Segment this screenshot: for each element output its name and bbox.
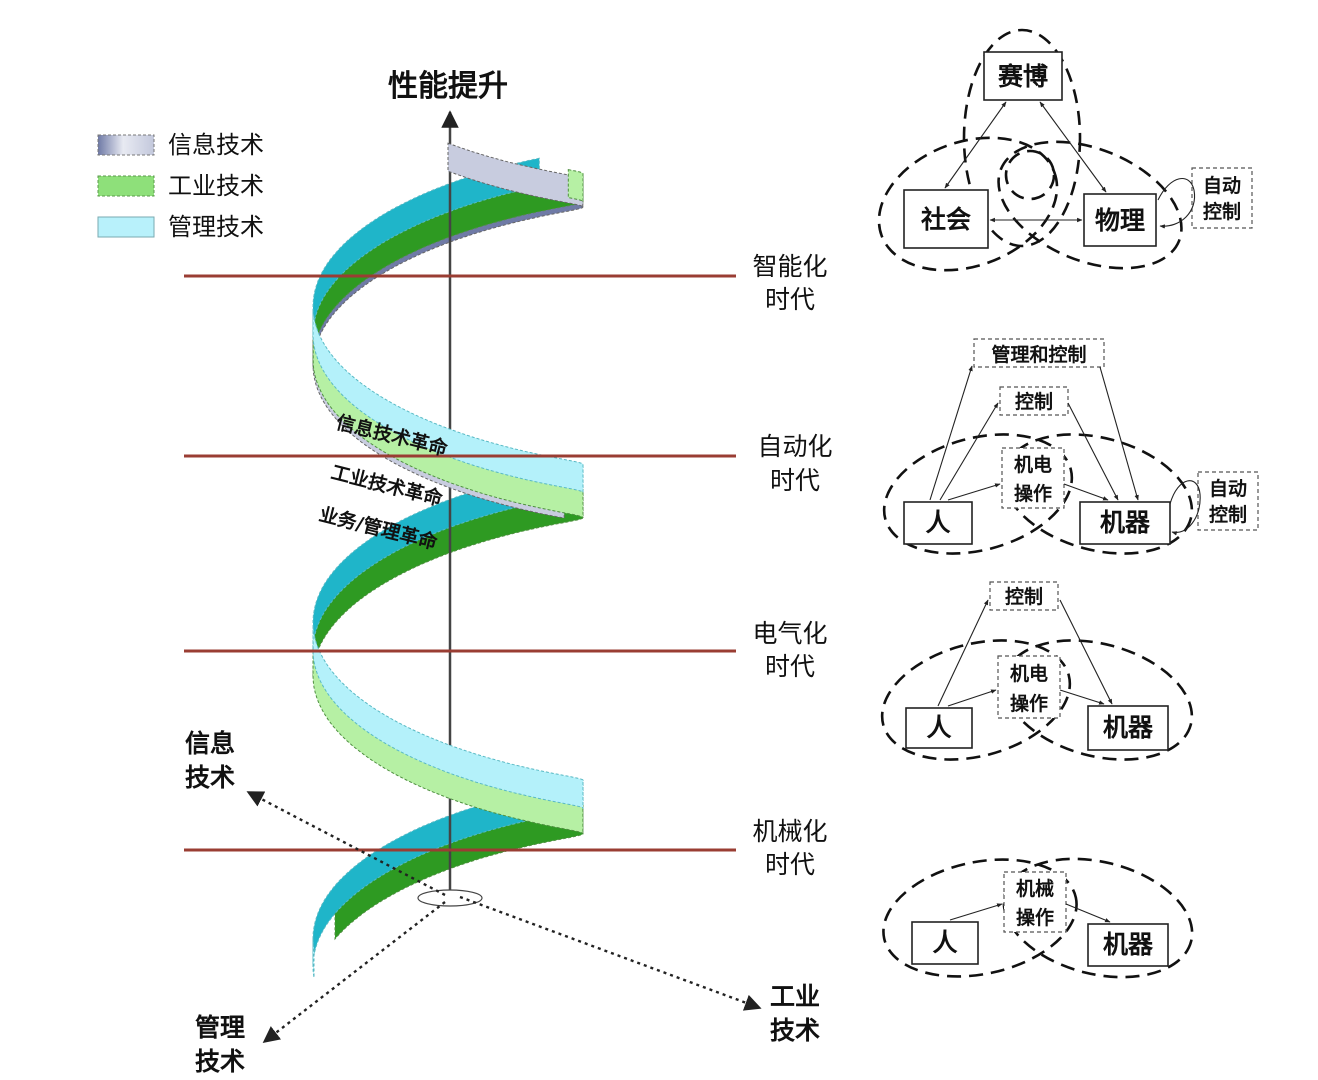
auto-box-auto-label-1: 自动 (1209, 477, 1247, 500)
axis-origin-ellipse (417, 889, 483, 907)
axis-mgmt-arrow (262, 901, 446, 1044)
elec-box-mech-label-1: 机电 (1010, 662, 1048, 685)
auto-box-person (903, 501, 973, 545)
elec-arrow-person-mech (947, 689, 997, 707)
mech-box-person (911, 921, 979, 965)
auto-box-mgmt-control (973, 338, 1105, 368)
elec-arrow-control-machine (1059, 599, 1113, 705)
elec-box-machine-label: 机器 (1103, 713, 1154, 742)
mech-box-machine (1087, 923, 1169, 967)
legend: 信息技术 工业技术 管理技术 (97, 131, 264, 241)
helix-back-layer (312, 157, 584, 967)
auto-box-auto-control (1197, 471, 1259, 531)
automation-era-diagram: 管理和控制 控制 机电 操作 人 机器 自动 控制 (882, 338, 1259, 555)
auto-box-auto-label-2: 控制 (1209, 503, 1247, 526)
elec-box-person-label: 人 (926, 713, 951, 742)
auto-box-person-label: 人 (925, 508, 950, 537)
smart-box-physical (1083, 193, 1157, 247)
axis-industry-label-2: 技术 (770, 1016, 820, 1045)
electrification-era-diagram: 控制 机电 操作 人 机器 (880, 581, 1194, 761)
smart-arrow-cyber-society (944, 101, 1007, 189)
mechanization-era-diagram: 机械 操作 人 机器 (882, 857, 1194, 979)
smart-box-auto-label-1: 自动 (1203, 174, 1241, 197)
mech-box-mech-label-2: 操作 (1016, 906, 1054, 929)
era-label-smart-1: 智能化 (752, 252, 827, 281)
auto-arrow-person-mech (947, 483, 1001, 501)
smart-box-auto-label-2: 控制 (1203, 200, 1241, 223)
legend-label-industry: 工业技术 (168, 172, 264, 200)
helix-band-industry-segment-0 (567, 168, 584, 202)
mech-box-mech-label-1: 机械 (1016, 877, 1054, 900)
elec-arrow-mech-machine (1059, 689, 1105, 705)
legend-swatch-info (97, 134, 155, 156)
axis-info-label-2: 技术 (185, 763, 235, 792)
era-label-mechanization-1: 机械化 (752, 817, 827, 846)
era-label-automation-2: 时代 (770, 466, 820, 495)
elec-arrow-person-control (937, 599, 989, 707)
auto-arrow-control-machine (1067, 402, 1119, 501)
smart-era-diagram: 赛博 社会 物理 自动 控制 (877, 28, 1253, 272)
legend-swatch-industry (97, 175, 155, 197)
auto-arrow-mech-machine (1063, 483, 1109, 501)
smart-box-society-label: 社会 (921, 205, 971, 234)
elec-box-mech (997, 655, 1061, 719)
auto-box-machine-label: 机器 (1100, 508, 1151, 537)
auto-box-mgmt-control-label: 管理和控制 (991, 343, 1086, 366)
auto-box-mech-label-1: 机电 (1014, 453, 1052, 476)
vertical-axis-label: 性能提升 (388, 69, 508, 104)
axis-industry-arrow (459, 895, 762, 1011)
elec-box-mech-label-2: 操作 (1010, 692, 1048, 715)
era-label-mechanization-2: 时代 (765, 850, 815, 879)
smart-arrow-cyber-physical (1039, 101, 1107, 193)
mech-box-mech (1003, 871, 1067, 933)
helix-band-mgmt-segment-5 (312, 938, 315, 978)
legend-swatch-mgmt (97, 216, 155, 238)
smart-loop-auto (1157, 177, 1196, 229)
auto-box-mech-label-2: 操作 (1014, 482, 1052, 505)
era-label-electrification-1: 电气化 (752, 619, 827, 648)
legend-label-mgmt: 管理技术 (168, 213, 264, 241)
auto-arrow-mgmt-machine (1099, 366, 1139, 501)
axis-mgmt-label-1: 管理 (195, 1013, 245, 1042)
auto-ellipse-left (882, 433, 1074, 555)
elec-box-control-label: 控制 (1005, 585, 1043, 608)
mech-box-person-label: 人 (932, 928, 957, 957)
smart-box-physical-label: 物理 (1095, 206, 1145, 235)
elec-ellipse-left (880, 639, 1072, 761)
smart-box-society (903, 189, 989, 249)
auto-arrow-person-control (939, 402, 999, 501)
auto-box-control (999, 386, 1069, 416)
axis-mgmt-label-2: 技术 (195, 1047, 245, 1076)
elec-box-person (905, 707, 973, 749)
era-label-smart-2: 时代 (765, 285, 815, 314)
smart-box-auto-control (1191, 167, 1253, 229)
mech-arrow-mech-machine (1065, 903, 1111, 923)
smart-box-cyber (983, 51, 1063, 101)
mech-box-machine-label: 机器 (1103, 930, 1154, 959)
helix-band-mgmt-segment-3 (312, 626, 584, 809)
axis-info-arrow (246, 790, 446, 897)
elec-box-control (989, 581, 1059, 611)
era-label-automation-1: 自动化 (757, 432, 832, 461)
mech-arrow-person-mech (949, 903, 1003, 921)
auto-box-machine (1079, 501, 1171, 545)
auto-box-mech (1001, 447, 1065, 509)
helix-front-layer (312, 142, 584, 978)
era-label-electrification-2: 时代 (765, 652, 815, 681)
smart-box-cyber-label: 赛博 (997, 62, 1048, 91)
axis-industry-label-1: 工业 (770, 982, 820, 1011)
mech-ellipse-left (882, 858, 1078, 978)
auto-box-control-label: 控制 (1015, 390, 1053, 413)
helix-band-info-segment-0 (447, 142, 584, 208)
legend-label-info: 信息技术 (168, 131, 264, 159)
helix-band-industry-segment-4 (312, 648, 584, 835)
auto-arrow-person-mgmt (929, 365, 973, 501)
elec-box-machine (1087, 705, 1169, 751)
axis-info-label-1: 信息 (185, 729, 235, 758)
auto-loop (1169, 480, 1201, 536)
